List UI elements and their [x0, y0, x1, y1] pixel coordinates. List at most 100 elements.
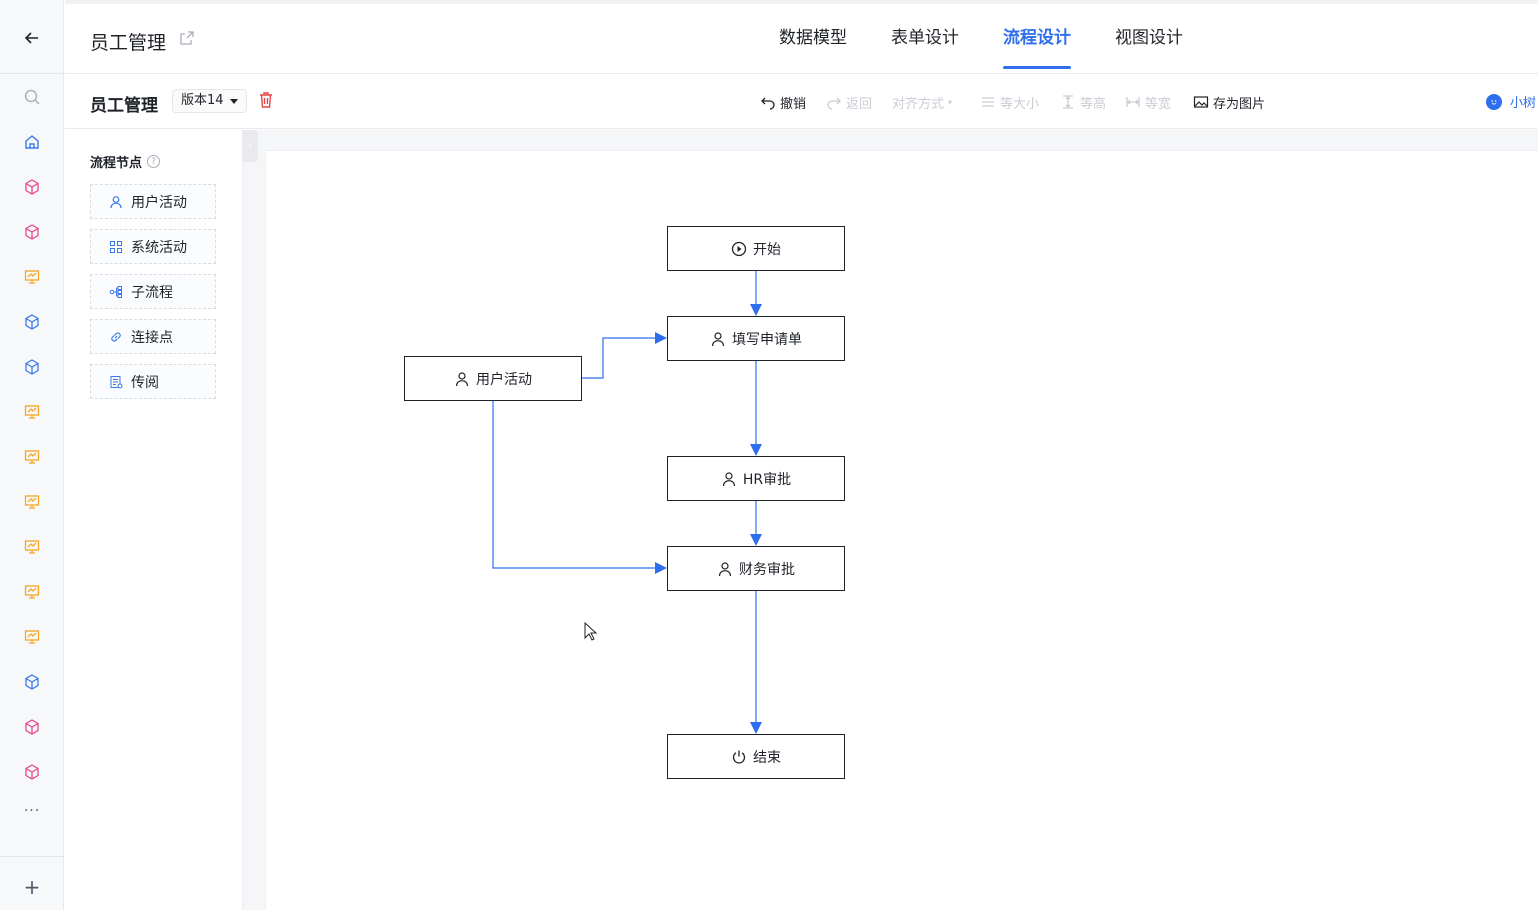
rail-item-10[interactable]	[0, 574, 64, 610]
node-fill-application[interactable]: 填写申请单	[667, 316, 845, 361]
align-dropdown[interactable]: 对齐方式 ▾	[892, 92, 952, 112]
tab-form-design[interactable]: 表单设计	[891, 28, 959, 48]
cube-icon	[25, 314, 39, 330]
dashboard-icon	[24, 540, 40, 554]
dashboard-icon	[24, 630, 40, 644]
rail-add-button[interactable]: +	[23, 875, 41, 899]
back-button[interactable]	[0, 20, 64, 56]
palette-item-system-activity[interactable]: 系统活动	[90, 229, 216, 264]
node-label: 用户活动	[476, 371, 532, 388]
chevron-down-icon: ▾	[948, 97, 953, 107]
palette-item-user-activity[interactable]: 用户活动	[90, 184, 216, 219]
panel-gutter	[243, 130, 265, 910]
same-height-label: 等高	[1080, 96, 1107, 112]
tab-view-design[interactable]: 视图设计	[1115, 28, 1183, 48]
rail-item-12[interactable]	[0, 664, 64, 700]
grid-icon	[110, 240, 122, 253]
dashboard-icon	[24, 585, 40, 599]
dashboard-icon	[24, 270, 40, 284]
redo-button[interactable]: 返回	[826, 92, 872, 112]
top-header: 员工管理 数据模型 表单设计 流程设计 视图设计	[65, 0, 1538, 74]
dashboard-icon	[24, 450, 40, 464]
palette-title: 流程节点 ?	[90, 152, 161, 171]
undo-icon	[761, 97, 775, 110]
caret-down-icon	[229, 98, 238, 104]
same-height-icon	[1063, 95, 1073, 109]
rail-item-14[interactable]	[0, 754, 64, 790]
node-palette: 流程节点 ? 用户活动 系统活动 子流程 连接点 传阅	[65, 130, 243, 910]
save-image-label: 存为图片	[1213, 96, 1266, 112]
user-icon	[718, 561, 732, 576]
cube-icon	[25, 719, 39, 735]
smile-icon	[1491, 99, 1497, 105]
arrow-left-icon	[24, 32, 38, 44]
trash-icon[interactable]	[258, 91, 274, 109]
node-label: 开始	[753, 241, 781, 258]
help-icon[interactable]: ?	[147, 155, 161, 168]
node-label: 填写申请单	[732, 331, 802, 348]
same-size-button[interactable]: 等大小	[980, 92, 1039, 112]
save-image-button[interactable]: 存为图片	[1193, 92, 1265, 112]
app-rail: ··· +	[0, 0, 64, 910]
flow-canvas[interactable]	[265, 150, 1538, 910]
user-icon	[455, 371, 469, 386]
design-tabs: 数据模型 表单设计 流程设计 视图设计	[779, 4, 1227, 74]
dashboard-icon	[24, 405, 40, 419]
chevron-left-icon: ‹	[248, 140, 252, 152]
node-user-activity[interactable]: 用户活动	[404, 356, 582, 401]
align-label: 对齐方式	[892, 96, 945, 112]
node-hr-approval[interactable]: HR审批	[667, 456, 845, 501]
same-width-button[interactable]: 等宽	[1125, 92, 1171, 112]
image-icon	[1193, 96, 1209, 108]
cube-icon	[25, 179, 39, 195]
rail-search-button[interactable]	[0, 79, 64, 115]
rail-more-button[interactable]: ···	[23, 803, 41, 819]
cube-icon	[25, 359, 39, 375]
avatar	[1486, 93, 1502, 110]
node-start[interactable]: 开始	[667, 226, 845, 271]
rail-home-button[interactable]	[0, 124, 64, 160]
palette-item-subflow[interactable]: 子流程	[90, 274, 216, 309]
node-label: HR审批	[742, 471, 792, 488]
user-name: 小树	[1510, 96, 1537, 111]
node-end[interactable]: 结束	[667, 734, 845, 779]
tab-flow-design[interactable]: 流程设计	[1003, 4, 1071, 74]
user-icon	[722, 471, 735, 486]
rail-item-7[interactable]	[0, 439, 64, 475]
collapse-panel-button[interactable]: ‹	[242, 130, 258, 162]
palette-item-label: 传阅	[131, 374, 159, 391]
version-select[interactable]: 版本14	[172, 89, 247, 113]
node-finance-approval[interactable]: 财务审批	[667, 546, 845, 591]
tab-data-model[interactable]: 数据模型	[779, 28, 847, 48]
external-link-icon[interactable]	[179, 30, 195, 46]
rail-item-5[interactable]	[0, 349, 64, 385]
palette-item-connector[interactable]: 连接点	[90, 319, 216, 354]
rail-item-8[interactable]	[0, 484, 64, 520]
rail-item-13[interactable]	[0, 709, 64, 745]
undo-button[interactable]: 撤销	[760, 92, 806, 112]
palette-item-label: 连接点	[131, 329, 173, 346]
rail-item-1[interactable]	[0, 169, 64, 205]
rail-item-9[interactable]	[0, 529, 64, 565]
palette-item-label: 子流程	[131, 284, 173, 301]
cube-icon	[25, 764, 39, 780]
flow-toolbar: 员工管理 版本14 撤销 返回 对齐方式 ▾ 等大小 等高 等宽 存为图片 小树	[65, 75, 1538, 129]
rail-item-11[interactable]	[0, 619, 64, 655]
palette-item-circulate[interactable]: 传阅	[90, 364, 216, 399]
rail-item-6[interactable]	[0, 394, 64, 430]
node-label: 结束	[753, 749, 781, 766]
subflow-icon	[109, 285, 122, 298]
rail-item-4[interactable]	[0, 304, 64, 340]
redo-label: 返回	[846, 96, 873, 112]
user-menu[interactable]: 小树	[1486, 92, 1538, 111]
cube-icon	[25, 224, 39, 240]
app-title: 员工管理	[90, 32, 167, 54]
link-icon	[111, 331, 121, 342]
same-size-icon	[982, 97, 994, 107]
same-height-button[interactable]: 等高	[1060, 92, 1106, 112]
palette-title-text: 流程节点	[90, 156, 143, 171]
user-icon	[110, 195, 122, 208]
rail-item-2[interactable]	[0, 214, 64, 250]
palette-item-label: 系统活动	[131, 239, 187, 256]
rail-item-3[interactable]	[0, 259, 64, 295]
